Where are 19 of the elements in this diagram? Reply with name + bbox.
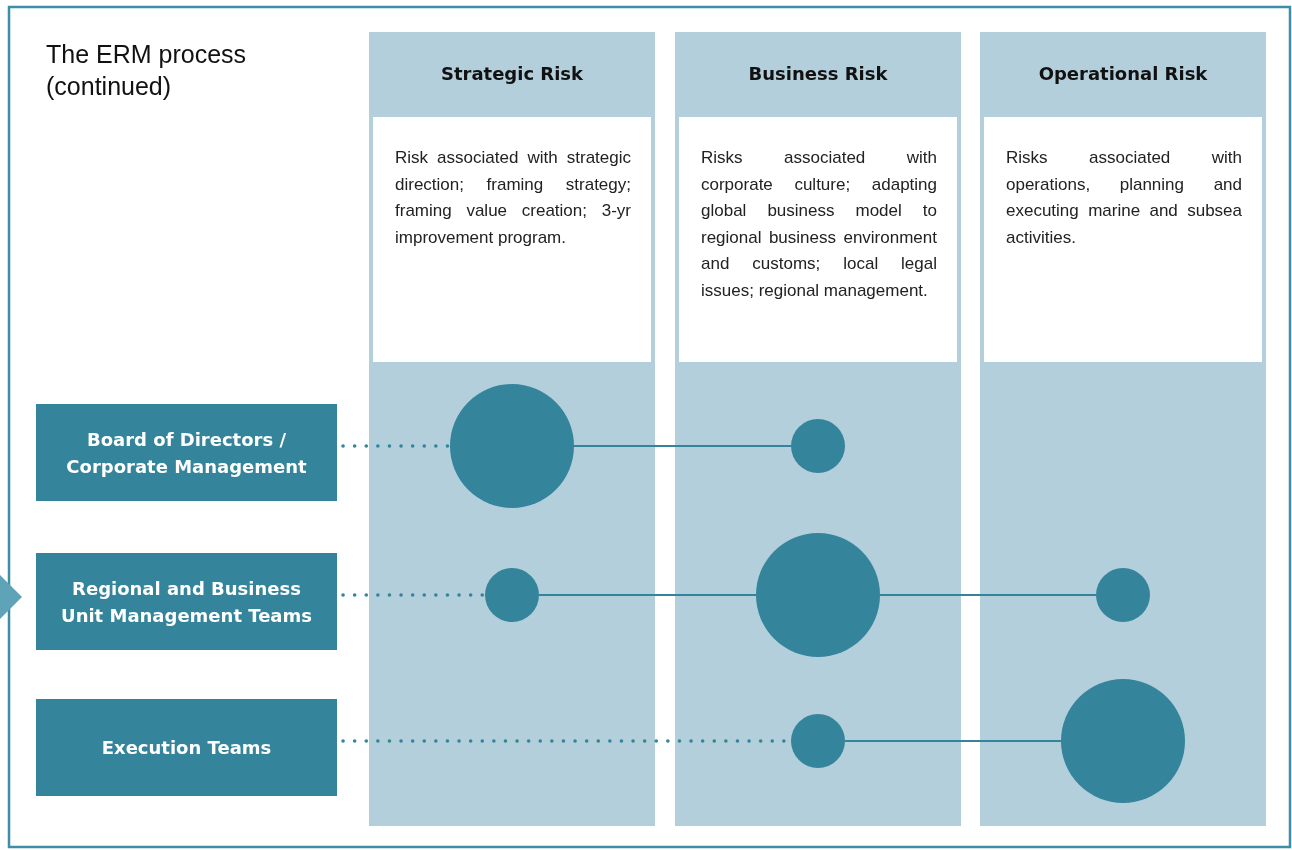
level-box: Regional and Business Unit Management Teams — [36, 553, 337, 650]
connector-line — [879, 594, 1097, 596]
dotted-connector — [341, 593, 487, 597]
description-text: Risks associated with corporate culture; adapting global business model to regional business environment and customs; local legal issues; regional management. — [701, 147, 937, 302]
column-heading: Business Risk — [748, 63, 888, 84]
connector-line — [573, 445, 792, 447]
description-text: Risks associated with operations, planning and executing marine and subsea activities. — [1006, 147, 1242, 249]
column-band — [980, 32, 1266, 826]
level-box: Board of Directors / Corporate Management — [36, 404, 337, 501]
column-heading: Operational Risk — [1038, 63, 1208, 84]
title: The ERM process (continued) — [46, 39, 248, 102]
connector-line — [538, 594, 757, 596]
column-band — [369, 32, 655, 826]
connector-line — [844, 740, 1062, 742]
column-heading: Strategic Risk — [440, 63, 584, 84]
dotted-connector — [341, 444, 452, 448]
description-text: Risk associated with strategic direction; framing strategy; framing value creation; 3-yr improvement program. — [395, 147, 631, 249]
column-band — [675, 32, 961, 826]
level-box: Execution Teams — [36, 699, 337, 796]
